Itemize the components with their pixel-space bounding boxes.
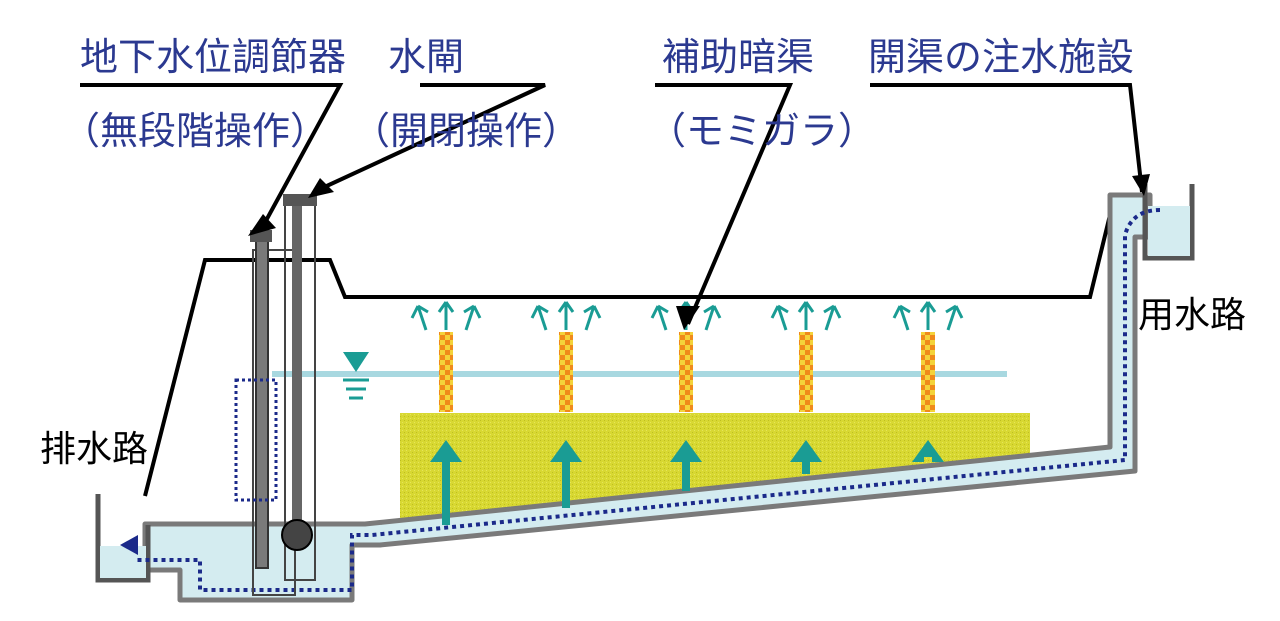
vapor-arrows-icon — [410, 301, 482, 331]
groundwater-regulator-note: （無段階操作） — [62, 109, 329, 153]
soil-layer — [400, 413, 1030, 527]
husk-column — [921, 332, 935, 412]
husk-column — [439, 332, 453, 412]
up-arrow-icon — [550, 440, 582, 508]
sluice-gate-note: （開閉操作） — [352, 109, 581, 153]
up-arrow-icon — [912, 440, 944, 462]
irrigation-water — [1148, 206, 1190, 256]
up-arrow-icon — [670, 440, 702, 491]
drainage-channel-label: 排水路 — [40, 429, 149, 470]
inverted-triangle-icon — [343, 352, 369, 400]
up-arrow-icon — [790, 440, 822, 474]
drain-pipe — [142, 192, 1153, 603]
irrigation-channel-basin — [1142, 184, 1195, 261]
field-surface-line — [143, 214, 1112, 497]
husk-column — [679, 332, 693, 412]
vapor-arrows-icon — [530, 301, 602, 331]
up-arrow-icon — [430, 440, 462, 525]
flow-path — [135, 208, 1161, 592]
husk-column — [799, 332, 813, 412]
drainage-channel-basin — [95, 494, 151, 583]
sluice-gate — [281, 194, 317, 581]
open-channel-inlet-label: 開渠の注水施設 — [868, 35, 1135, 79]
auxiliary-drain-note: （モミガラ） — [648, 109, 877, 153]
callout-arrowheads — [248, 174, 1150, 330]
groundwater-level-line — [272, 371, 1007, 377]
husk-column — [559, 332, 573, 412]
callout-lines — [80, 83, 1144, 325]
vapor-arrows-icon — [892, 301, 964, 331]
auxiliary-drain-label: 補助暗渠 — [662, 35, 815, 79]
sluice-gate-label: 水閘 — [388, 35, 465, 79]
groundwater-regulator-label: 地下水位調節器 — [80, 35, 347, 79]
irrigation-channel-label: 用水路 — [1138, 295, 1247, 336]
vapor-arrows-icon — [770, 301, 842, 331]
left-arrow-icon — [120, 535, 138, 555]
